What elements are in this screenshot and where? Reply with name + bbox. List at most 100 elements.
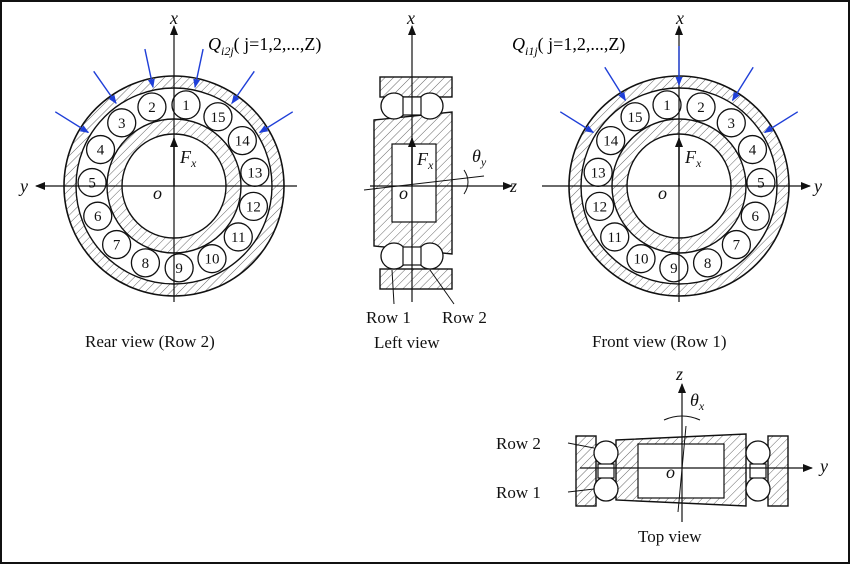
ball: 9 <box>164 253 194 283</box>
front-view-caption: Front view (Row 1) <box>592 332 727 351</box>
load-arrow <box>231 70 255 105</box>
ball: 14 <box>596 125 626 156</box>
outer-ring-section-left <box>575 435 597 507</box>
ball-circle <box>83 201 113 231</box>
ball-number: 5 <box>88 176 96 192</box>
ball-circle <box>137 92 167 122</box>
ball: 13 <box>583 157 613 187</box>
ball-circle <box>227 125 257 156</box>
ball-number: 5 <box>757 176 765 192</box>
cage-left <box>597 463 615 479</box>
row1-leader <box>391 269 395 305</box>
ball-circle <box>584 191 615 222</box>
load-arrow <box>258 111 294 134</box>
ball-circle <box>716 108 746 138</box>
load-arrows <box>559 46 799 134</box>
top-view: z y o θx Row 2 Row 1 Top view <box>496 364 828 546</box>
ball: 2 <box>137 92 167 122</box>
ball: 9 <box>659 253 689 283</box>
x-axis-label: x <box>675 8 684 28</box>
row2-label: Row 2 <box>496 434 541 453</box>
left-view-caption: Left view <box>374 333 440 352</box>
ball: 8 <box>692 248 723 278</box>
ball-number: 3 <box>118 116 126 132</box>
outer-ring-section-bottom <box>379 268 453 290</box>
row2-leader <box>567 442 595 449</box>
load-arrow <box>604 66 627 102</box>
top-view-caption: Top view <box>638 527 702 546</box>
ball-circle <box>164 253 194 283</box>
ball-number: 15 <box>210 110 225 126</box>
row1-ball-right <box>745 476 771 502</box>
ball-number: 3 <box>728 116 736 132</box>
ball-circle <box>203 102 233 132</box>
origin-label: o <box>153 183 162 203</box>
ball-number: 10 <box>204 252 219 268</box>
ball: 12 <box>238 191 269 222</box>
ball-number: 4 <box>97 143 105 159</box>
load-arrow <box>559 111 595 134</box>
ball-number: 11 <box>608 230 622 246</box>
y-axis-label: y <box>18 176 28 196</box>
load-arrow <box>93 70 117 105</box>
ball-circle <box>596 125 626 156</box>
y-axis-label: y <box>812 176 822 196</box>
origin-label: o <box>666 462 675 482</box>
ball-number: 6 <box>94 209 102 225</box>
force-label: Fx <box>179 147 197 170</box>
row1-label: Row 1 <box>366 308 411 327</box>
ball-circle <box>238 191 269 222</box>
ball-number: 13 <box>591 165 606 181</box>
ball-number: 1 <box>182 98 190 114</box>
origin-label: o <box>658 183 667 203</box>
row1-leader <box>567 488 595 493</box>
ball: 10 <box>626 244 656 274</box>
force-label: Fx <box>416 149 434 172</box>
ball: 5 <box>746 167 776 198</box>
row2-label: Row 2 <box>442 308 487 327</box>
theta-arc <box>463 169 469 195</box>
ball-number: 2 <box>697 100 705 116</box>
ball: 4 <box>85 134 116 165</box>
row2-ball-right <box>745 440 771 466</box>
ball-number: 8 <box>704 256 712 272</box>
ball: 15 <box>203 102 233 132</box>
load-arrow <box>144 48 155 89</box>
ball-circle <box>101 229 132 260</box>
ball: 2 <box>686 92 716 122</box>
ball-number: 12 <box>592 199 607 215</box>
ball: 7 <box>101 229 132 260</box>
ball-number: 15 <box>628 110 643 126</box>
row1-label: Row 1 <box>496 483 541 502</box>
ball-circle <box>77 167 107 198</box>
z-axis-label: z <box>675 364 683 384</box>
tilt-line <box>677 425 687 513</box>
ball: 6 <box>740 201 770 231</box>
ball-number: 14 <box>235 134 251 150</box>
outer-ring-section-right <box>767 435 789 507</box>
ball-circle <box>620 102 650 132</box>
ball-circle <box>740 201 770 231</box>
ball: 10 <box>197 244 227 274</box>
ball: 8 <box>130 248 161 278</box>
x-axis-label: x <box>169 8 178 28</box>
rear-view-caption: Rear view (Row 2) <box>85 332 215 351</box>
ball: 3 <box>716 108 746 138</box>
row1-ball-left <box>593 476 619 502</box>
ball-number: 11 <box>231 230 245 246</box>
ball-circle <box>652 90 682 120</box>
ball-circle <box>626 244 656 274</box>
ball-number: 13 <box>247 165 262 181</box>
ball-circle <box>223 222 253 252</box>
load-label: Qi2j( j=1,2,...,Z) <box>208 34 321 58</box>
y-axis-label: y <box>818 456 828 476</box>
ball: 1 <box>171 90 201 120</box>
ball-number: 12 <box>246 199 261 215</box>
ball-circle <box>746 167 776 198</box>
ball-number: 7 <box>733 238 741 254</box>
theta-label: θx <box>690 390 705 413</box>
theta-arc <box>663 415 701 421</box>
